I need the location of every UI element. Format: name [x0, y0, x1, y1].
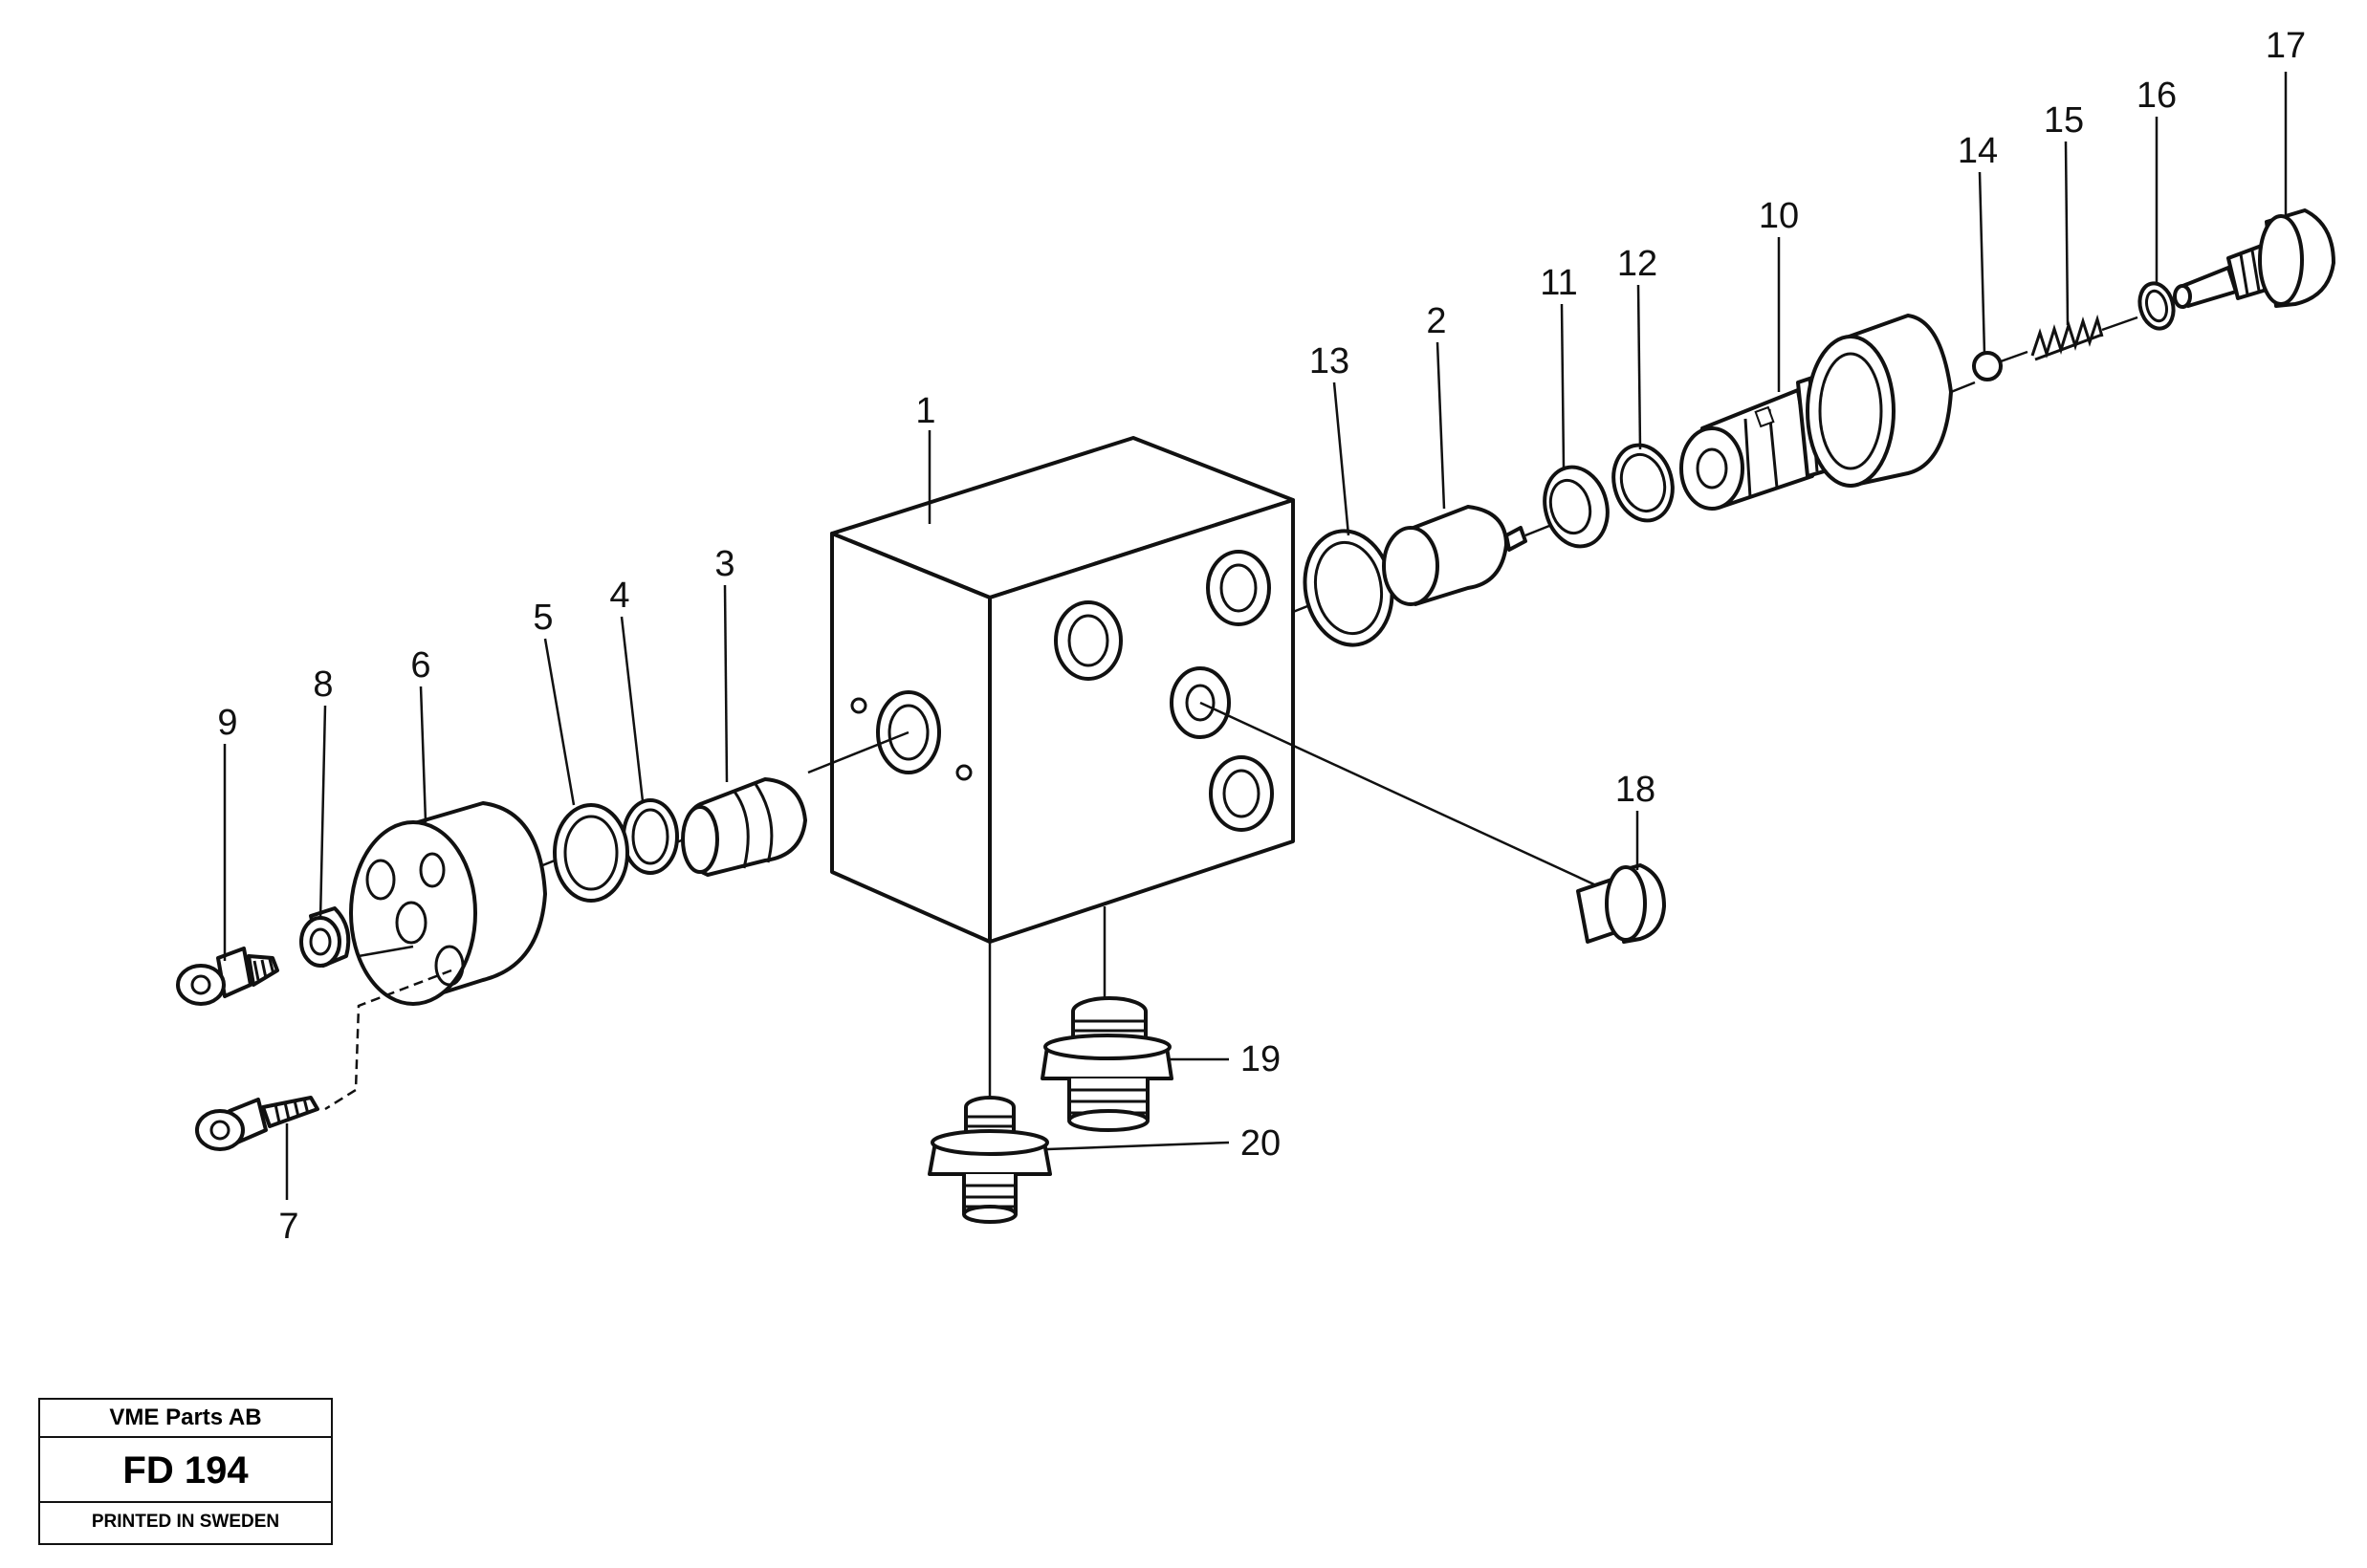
callout-4: 4	[609, 576, 629, 616]
seal-ring-icon[interactable]	[299, 906, 351, 968]
title-block: VME Parts AB FD 194 PRINTED IN SWEDEN	[38, 1398, 333, 1545]
callout-5: 5	[533, 598, 553, 638]
seal-ring-icon[interactable]	[553, 803, 629, 903]
seal-ring-icon[interactable]	[1606, 439, 1681, 528]
seal-ring-icon[interactable]	[622, 798, 679, 875]
company-name: VME Parts AB	[40, 1400, 331, 1438]
cap-screw-icon[interactable]	[176, 947, 279, 1006]
seal-ring-icon[interactable]	[2135, 279, 2178, 332]
seal-ring-icon[interactable]	[1296, 524, 1400, 652]
callout-7: 7	[278, 1207, 298, 1247]
callout-18: 18	[1615, 770, 1655, 810]
figure-code: FD 194	[40, 1438, 331, 1503]
callout-12: 12	[1617, 244, 1657, 284]
callout-20: 20	[1240, 1123, 1281, 1164]
printed-note: PRINTED IN SWEDEN	[91, 1512, 280, 1532]
cap-screw-icon[interactable]	[195, 1096, 319, 1151]
callout-13: 13	[1309, 341, 1349, 381]
callout-14: 14	[1958, 131, 1998, 171]
callout-2: 2	[1426, 301, 1446, 341]
callout-8: 8	[313, 664, 333, 705]
plug-icon[interactable]	[1576, 863, 1666, 944]
callout-19: 19	[1240, 1039, 1281, 1079]
cover-icon[interactable]	[349, 801, 547, 1006]
spring-icon[interactable]	[2030, 314, 2104, 361]
callout-10: 10	[1759, 196, 1799, 236]
callout-11: 11	[1540, 263, 1577, 303]
nipple-icon[interactable]	[1041, 996, 1173, 1132]
callout-6: 6	[410, 645, 430, 686]
callout-9: 9	[217, 703, 237, 743]
nipple-icon[interactable]	[928, 1096, 1052, 1224]
plug-icon[interactable]	[681, 777, 807, 877]
ball-icon[interactable]	[1972, 351, 2003, 381]
callout-3: 3	[714, 544, 734, 584]
plug-icon[interactable]	[2173, 208, 2335, 309]
callout-17: 17	[2266, 26, 2306, 66]
callout-16: 16	[2137, 76, 2177, 116]
callout-15: 15	[2044, 100, 2084, 141]
seal-ring-icon[interactable]	[1536, 460, 1616, 554]
callout-1: 1	[915, 391, 935, 431]
plug-icon[interactable]	[1382, 505, 1527, 606]
cartridge-icon[interactable]	[1679, 314, 1953, 511]
valve-block-icon[interactable]	[830, 436, 1295, 944]
